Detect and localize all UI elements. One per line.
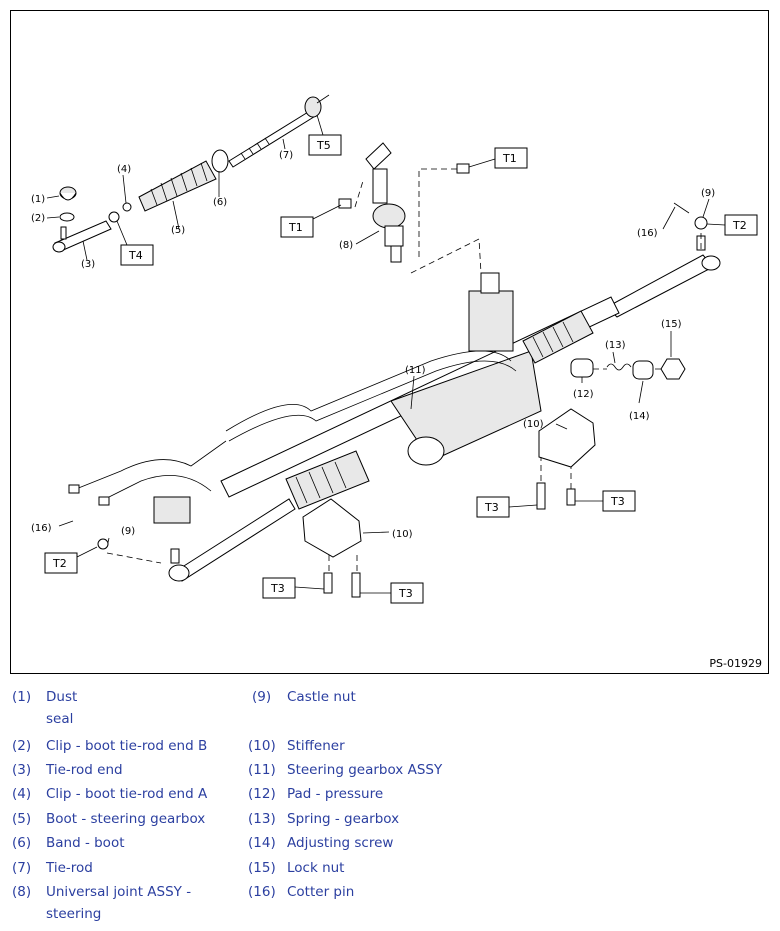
- clip-a-part: [108, 202, 132, 223]
- pad-pressure-part: [570, 358, 594, 378]
- callout-6: (6): [213, 197, 227, 208]
- leader-lines: [46, 138, 710, 548]
- svg-text:T5: T5: [316, 139, 331, 152]
- bolt-t3-a: [536, 482, 546, 510]
- adjusting-screw-part: [632, 360, 654, 380]
- callout-16-left: (16): [31, 523, 52, 534]
- callout-9-right: (9): [701, 188, 715, 199]
- callout-14: (14): [629, 411, 650, 422]
- tie-rod-end-part-left: [52, 220, 112, 253]
- dust-seal-part: [59, 186, 77, 201]
- torque-boxes: T5 T4 T1 T1 T2 T2: [44, 114, 758, 604]
- svg-text:T1: T1: [288, 221, 303, 234]
- clip-b-part: [59, 212, 75, 222]
- torque-box-t1-lower: T1: [280, 204, 342, 238]
- callout-8: (8): [339, 240, 353, 251]
- svg-text:T2: T2: [52, 557, 67, 570]
- svg-text:T1: T1: [502, 152, 517, 165]
- stiffener-part-right: [538, 408, 596, 468]
- svg-text:T3: T3: [398, 587, 413, 600]
- torque-box-t2-right: T2: [706, 214, 758, 236]
- cotter-pin-right: [673, 202, 690, 214]
- callout-16-right: (16): [637, 228, 658, 239]
- callout-7: (7): [279, 150, 293, 161]
- exploded-diagram: (1) (2) (3) (4) (5) (6) (7) (8) (9) (9) …: [10, 10, 769, 674]
- torque-box-t2-left: T2: [44, 538, 109, 574]
- torque-box-t3-d: T3: [360, 582, 424, 604]
- svg-text:T3: T3: [484, 501, 499, 514]
- torque-box-t5: T5: [308, 114, 342, 156]
- bolt-t3-d: [351, 572, 361, 598]
- callout-10-left: (10): [392, 529, 413, 540]
- callout-2: (2): [31, 213, 45, 224]
- torque-box-t3-c: T3: [262, 577, 325, 599]
- lock-nut-part: [660, 358, 686, 380]
- figure-id: PS-01929: [709, 657, 762, 670]
- callout-3: (3): [81, 259, 95, 270]
- svg-text:T3: T3: [270, 582, 285, 595]
- universal-joint-part: [365, 142, 406, 263]
- bolt-t3-c: [323, 572, 333, 594]
- bolt-t1-lower: [338, 198, 352, 209]
- bolt-t3-b: [566, 488, 576, 506]
- bolt-t1-upper: [456, 163, 470, 174]
- boot-part-left: [138, 160, 217, 212]
- torque-box-t4: T4: [116, 220, 154, 266]
- svg-text:T3: T3: [610, 495, 625, 508]
- callout-12: (12): [573, 389, 594, 400]
- tie-rod-end-part-right: [606, 216, 721, 318]
- callout-5: (5): [171, 225, 185, 236]
- svg-text:T2: T2: [732, 219, 747, 232]
- callout-10-right: (10): [523, 419, 544, 430]
- band-part: [211, 149, 229, 173]
- gearbox-body: [68, 272, 620, 582]
- callout-labels: (1) (2) (3) (4) (5) (6) (7) (8) (9) (9) …: [31, 150, 715, 540]
- torque-box-t3-a: T3: [476, 496, 538, 518]
- callout-1: (1): [31, 194, 45, 205]
- diagram-drawing: (1) (2) (3) (4) (5) (6) (7) (8) (9) (9) …: [31, 94, 758, 604]
- callout-9-left: (9): [121, 526, 135, 537]
- callout-13: (13): [605, 340, 626, 351]
- torque-box-t1-upper: T1: [468, 147, 528, 169]
- torque-box-t3-b: T3: [575, 490, 636, 512]
- callout-11: (11): [405, 365, 426, 376]
- callout-4: (4): [117, 164, 131, 175]
- callout-15: (15): [661, 319, 682, 330]
- svg-text:T4: T4: [128, 249, 143, 262]
- spring-gearbox-part: [606, 363, 632, 371]
- stiffener-part-left: [302, 498, 362, 558]
